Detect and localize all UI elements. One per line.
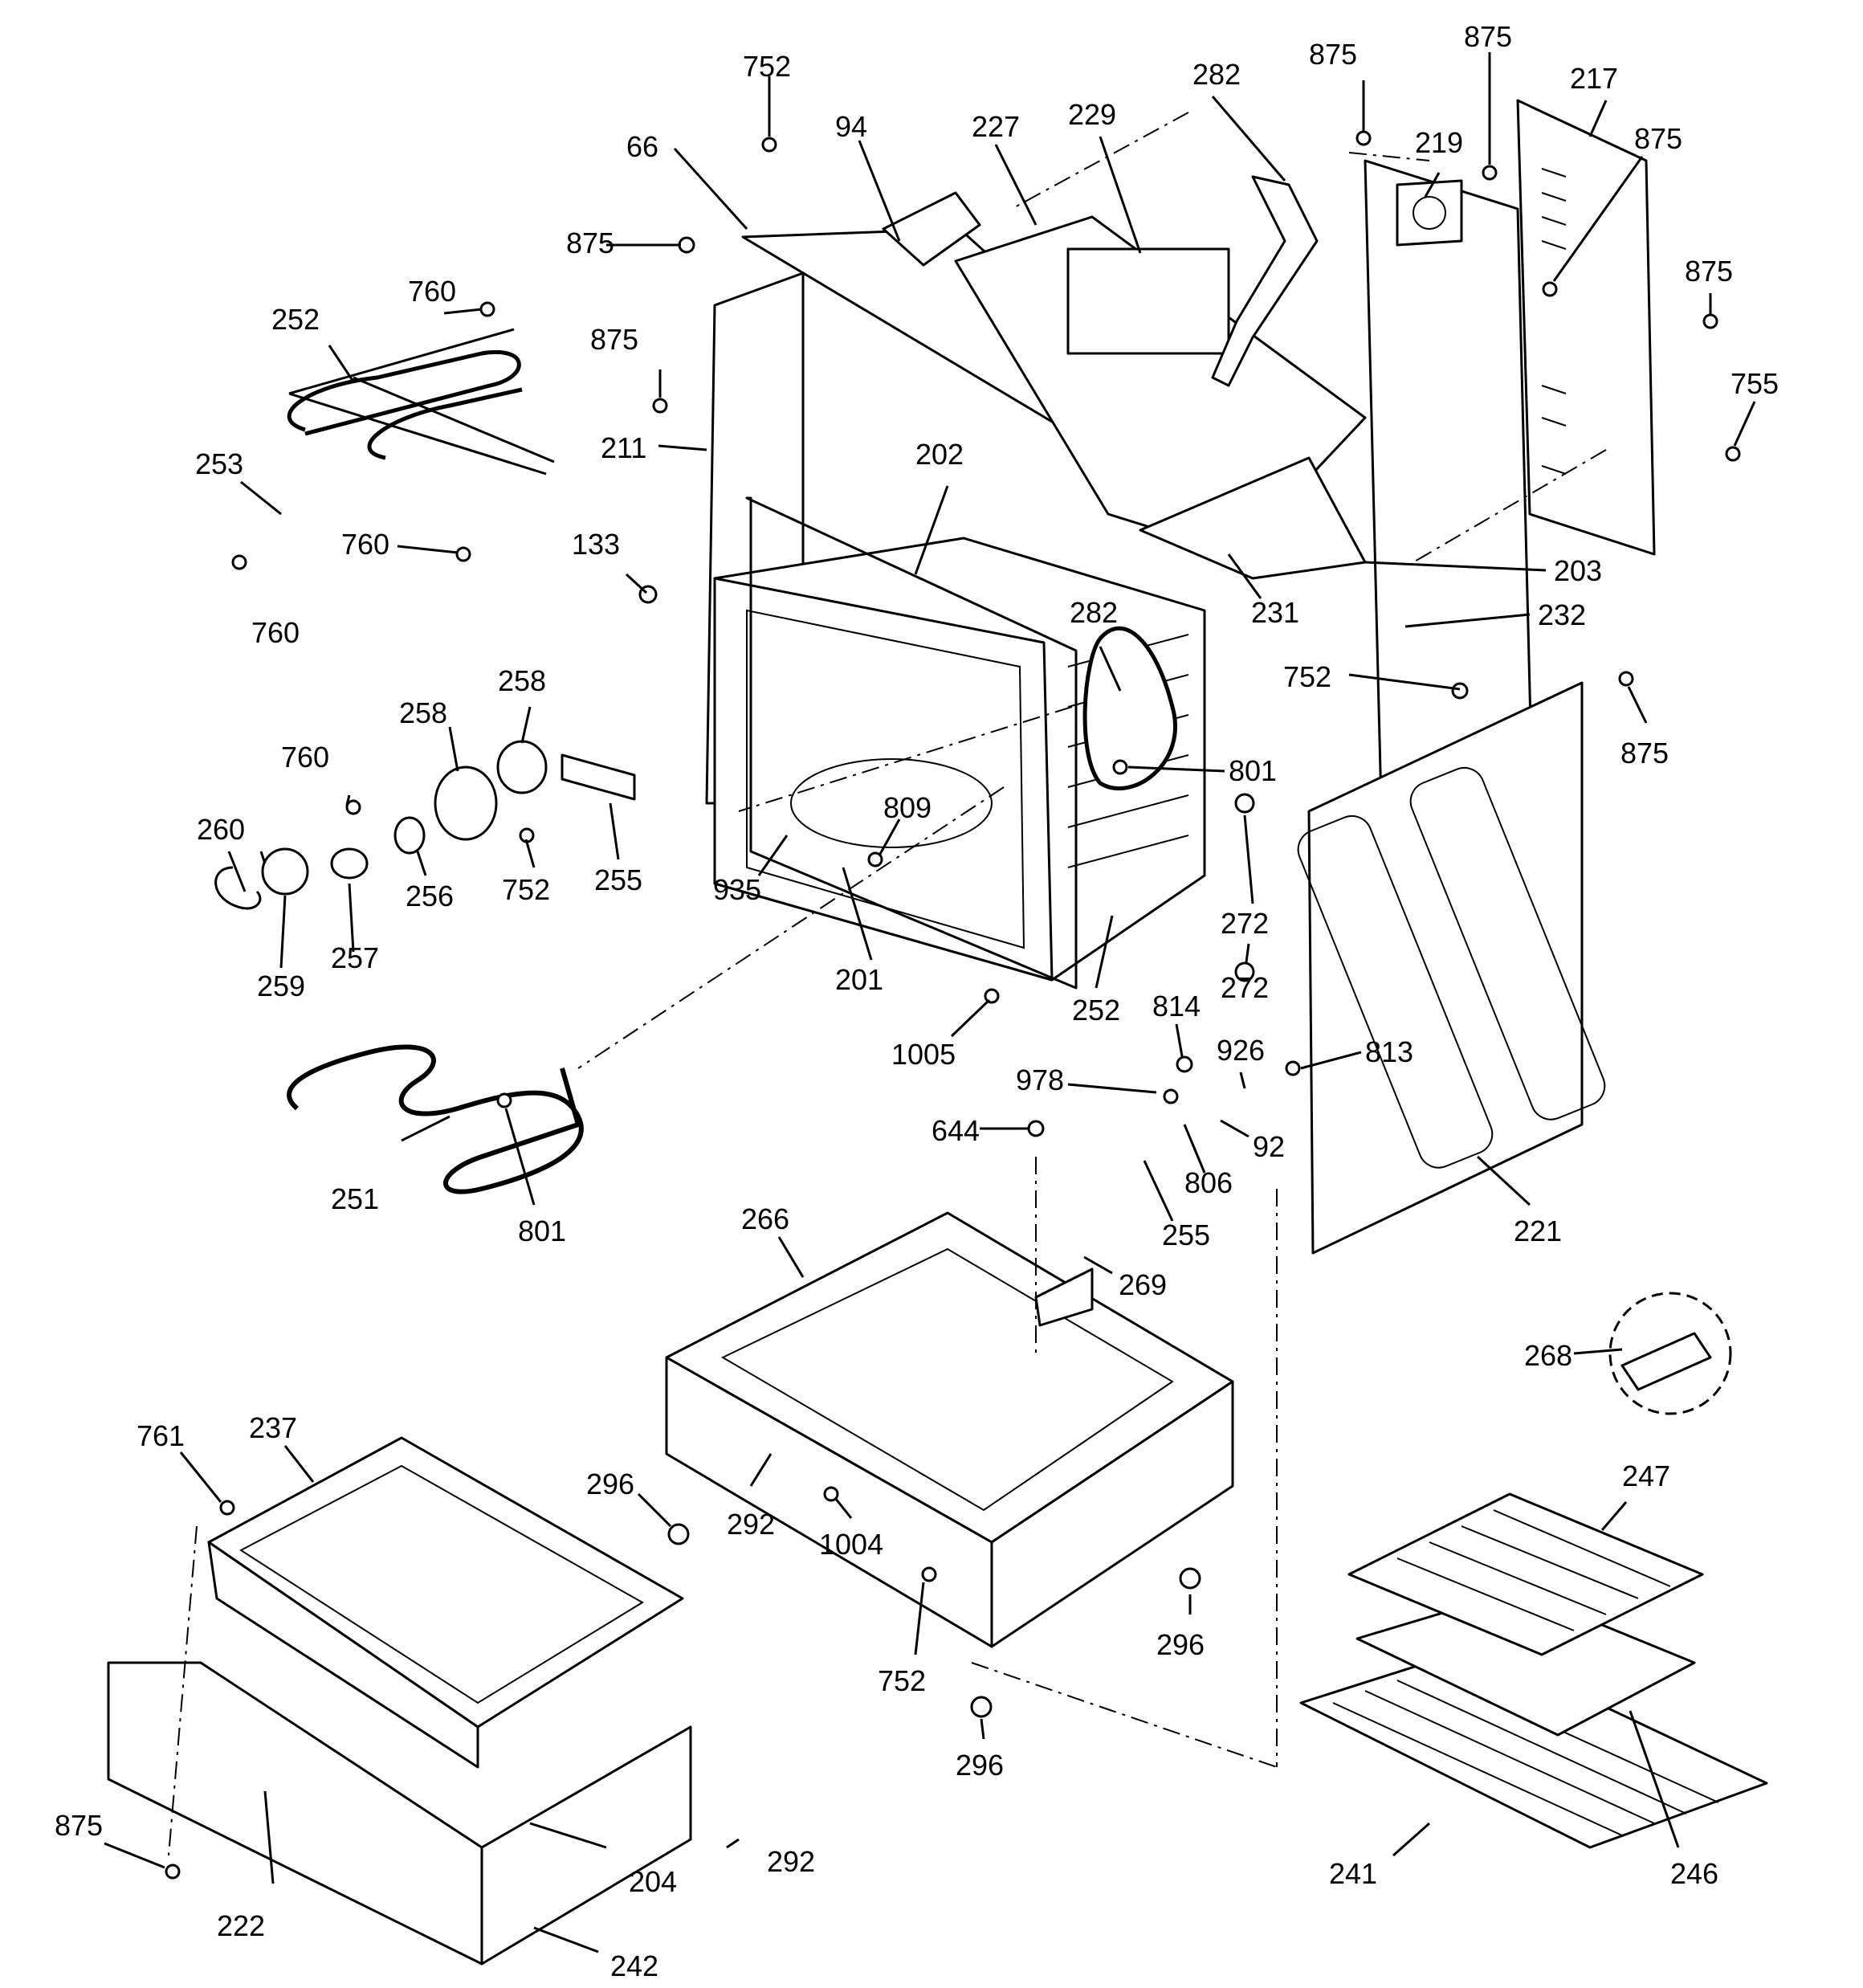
label-296-a: 296 [586, 1468, 634, 1500]
label-760-b: 760 [341, 528, 389, 561]
label-272-a: 272 [1221, 907, 1269, 940]
label-241: 241 [1329, 1857, 1377, 1890]
label-875-d: 875 [1685, 255, 1733, 288]
label-752-b: 752 [1283, 660, 1331, 693]
bake-element [287, 1044, 584, 1194]
leader-lines [104, 52, 1756, 1953]
label-258-a: 258 [498, 664, 546, 697]
label-92: 92 [1253, 1130, 1285, 1163]
label-752: 752 [743, 50, 791, 83]
label-875-e: 875 [566, 227, 614, 259]
label-246: 246 [1670, 1857, 1718, 1890]
label-251: 251 [331, 1182, 379, 1215]
label-813: 813 [1365, 1035, 1413, 1068]
label-242: 242 [610, 1949, 658, 1982]
label-875-f: 875 [590, 323, 638, 356]
label-875-h: 875 [55, 1809, 103, 1842]
foil-panel [1066, 247, 1230, 355]
label-266: 266 [741, 1202, 789, 1235]
label-282-mid: 282 [1070, 596, 1118, 629]
label-272-b: 272 [1221, 971, 1269, 1004]
label-752-c: 752 [502, 873, 550, 906]
label-217: 217 [1570, 62, 1618, 95]
broil-element [287, 328, 555, 476]
label-252-b: 252 [1072, 994, 1120, 1027]
label-231: 231 [1251, 596, 1299, 629]
label-926: 926 [1217, 1034, 1265, 1067]
label-219: 219 [1415, 126, 1463, 159]
label-875-b: 875 [1464, 20, 1512, 53]
label-296-c: 296 [956, 1749, 1004, 1782]
label-255-a: 255 [594, 863, 642, 896]
fasteners [165, 130, 1741, 1880]
label-269: 269 [1119, 1268, 1167, 1301]
storage-drawer [107, 1436, 692, 1966]
broiler-pan-and-rack [1299, 1492, 1768, 1849]
drawer-support-frame [665, 1211, 1234, 1648]
label-211: 211 [601, 431, 646, 464]
label-814: 814 [1152, 990, 1201, 1023]
vent-duct [1211, 175, 1319, 387]
label-296-b: 296 [1156, 1628, 1205, 1661]
label-227: 227 [972, 110, 1020, 143]
label-875-a: 875 [1309, 38, 1357, 71]
label-806: 806 [1184, 1166, 1233, 1199]
label-237: 237 [249, 1411, 297, 1444]
label-292-a: 292 [727, 1508, 775, 1541]
label-258-b: 258 [399, 696, 447, 729]
top-bracket [882, 191, 981, 267]
label-253: 253 [195, 447, 243, 480]
label-875-c: 875 [1634, 122, 1682, 155]
label-133: 133 [572, 528, 620, 561]
label-978: 978 [1016, 1063, 1064, 1096]
label-257: 257 [331, 941, 379, 974]
label-761: 761 [137, 1419, 185, 1452]
label-1005: 1005 [891, 1038, 956, 1071]
part-labels: 752 94 227 229 282 875 875 217 875 66 21… [55, 20, 1779, 1982]
label-94: 94 [835, 110, 867, 143]
control-bracket [1396, 179, 1463, 247]
label-760-c: 760 [251, 616, 300, 649]
label-247: 247 [1622, 1459, 1670, 1492]
oven-liner [713, 496, 1206, 990]
label-875-g: 875 [1620, 737, 1669, 769]
label-256: 256 [406, 880, 454, 912]
label-801-b: 801 [518, 1214, 566, 1247]
label-259: 259 [257, 970, 305, 1002]
label-201: 201 [835, 963, 883, 996]
label-1004: 1004 [819, 1528, 883, 1561]
label-66: 66 [626, 130, 658, 163]
label-292-b: 292 [767, 1845, 815, 1878]
label-229: 229 [1068, 98, 1116, 131]
lamp-assembly [214, 740, 636, 910]
alignment-lines [168, 112, 1607, 1856]
broiler-grid [1347, 1492, 1704, 1656]
label-202: 202 [915, 438, 964, 471]
label-752-d: 752 [878, 1664, 926, 1697]
label-282-top: 282 [1192, 58, 1241, 91]
label-260: 260 [197, 813, 245, 846]
label-755: 755 [1731, 367, 1779, 400]
label-203: 203 [1554, 554, 1602, 587]
label-760-d: 760 [281, 741, 329, 774]
label-204: 204 [629, 1865, 677, 1898]
label-644: 644 [932, 1114, 980, 1147]
label-221: 221 [1514, 1214, 1562, 1247]
label-935: 935 [713, 873, 761, 906]
back-cover [1516, 99, 1656, 556]
side-panel-221 [1297, 681, 1606, 1255]
label-232: 232 [1538, 598, 1586, 631]
label-255-b: 255 [1162, 1219, 1210, 1251]
label-760-a: 760 [408, 275, 456, 308]
detail-circle [1608, 1292, 1732, 1415]
label-252-a: 252 [271, 303, 320, 336]
label-809: 809 [883, 791, 932, 824]
label-801-a: 801 [1229, 754, 1277, 787]
label-268: 268 [1524, 1339, 1572, 1372]
label-222: 222 [217, 1909, 265, 1942]
